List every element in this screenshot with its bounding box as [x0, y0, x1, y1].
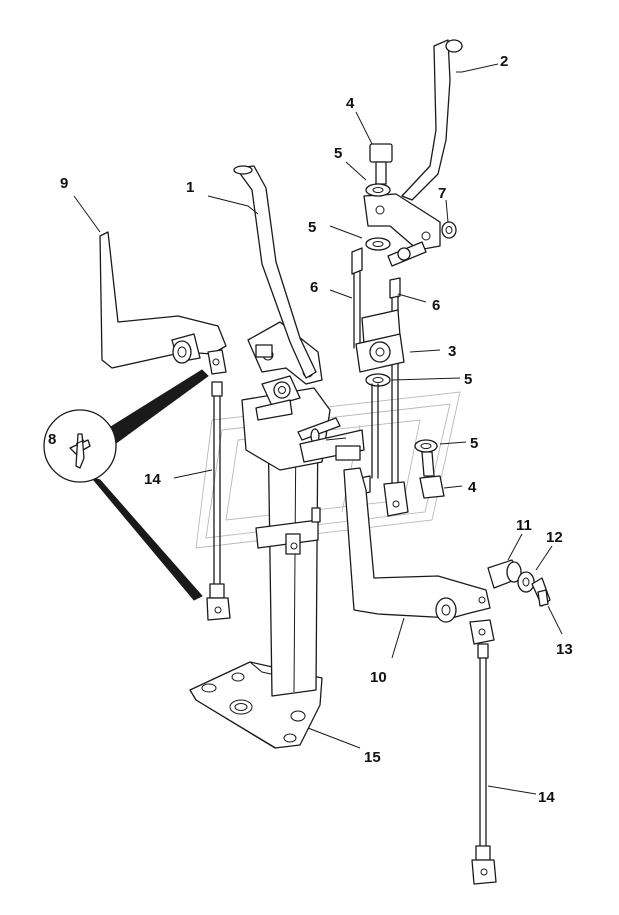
callout-4-lower: 4 [468, 479, 477, 496]
pin-washer-clip-11-13 [487, 559, 551, 607]
callout-15: 15 [364, 749, 381, 766]
callout-3: 3 [448, 343, 456, 360]
rod-part-14-right [469, 619, 497, 885]
clip-detail-part-8 [43, 369, 209, 601]
lever-part-1 [233, 165, 317, 379]
callout-11: 11 [516, 517, 532, 534]
leader-lines [73, 63, 563, 795]
nut-part-7 [441, 221, 457, 239]
callout-6-b: 6 [432, 297, 440, 314]
callout-4-top: 4 [346, 95, 355, 112]
callout-7: 7 [438, 185, 446, 202]
bolt-washer-lower [414, 439, 445, 499]
pedal-lever-part-10 [343, 467, 491, 623]
callout-1: 1 [186, 179, 194, 196]
callout-10: 10 [370, 669, 387, 686]
callout-9: 9 [60, 175, 68, 192]
callout-8: 8 [48, 431, 56, 448]
callout-12: 12 [546, 529, 563, 546]
callout-5-b: 5 [308, 219, 316, 236]
callout-14-right: 14 [538, 789, 555, 806]
callout-2: 2 [500, 53, 508, 70]
rod-part-14-left [206, 381, 231, 621]
callout-labels: 1 2 3 4 4 5 5 5 5 6 6 7 8 9 10 11 12 13 … [48, 53, 573, 806]
callout-5-c: 5 [464, 371, 472, 388]
pedal-lever-part-9 [99, 231, 227, 375]
callout-6-a: 6 [310, 279, 318, 296]
pedestal-base-part [189, 411, 323, 749]
callout-14-left: 14 [144, 471, 161, 488]
lever-part-2 [363, 39, 463, 251]
callout-5-d: 5 [470, 435, 478, 452]
callout-5-a: 5 [334, 145, 342, 162]
callout-13: 13 [556, 641, 573, 658]
bolt-washer-stack-top [365, 143, 393, 251]
